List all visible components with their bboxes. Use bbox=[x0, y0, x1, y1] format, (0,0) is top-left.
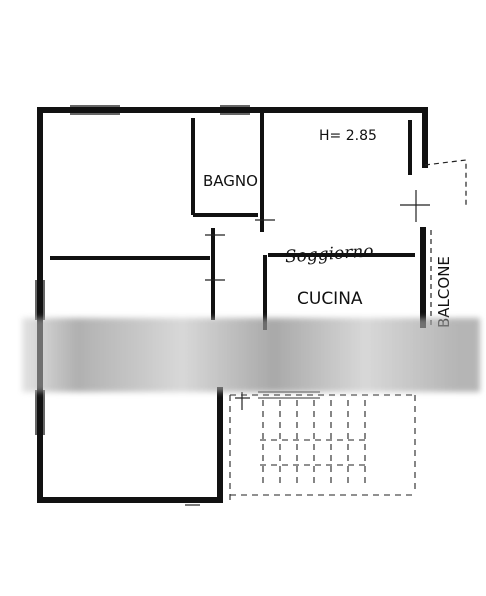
door-marks bbox=[185, 190, 430, 506]
privacy-blur-band bbox=[22, 318, 480, 392]
window-marks bbox=[35, 105, 250, 435]
height-note: H= 2.85 bbox=[319, 128, 377, 144]
bagno-label: BAGNO bbox=[203, 172, 258, 190]
step-marks bbox=[258, 391, 320, 399]
interior-walls bbox=[50, 110, 415, 330]
balcone-label: BALCONE bbox=[435, 256, 453, 328]
soggiorno-scribble: Soggiorno bbox=[284, 241, 374, 267]
outer-walls bbox=[37, 107, 428, 503]
terrace-grid bbox=[229, 394, 416, 500]
balcony-outline bbox=[424, 159, 467, 325]
cucina-label: CUCINA bbox=[297, 289, 363, 309]
